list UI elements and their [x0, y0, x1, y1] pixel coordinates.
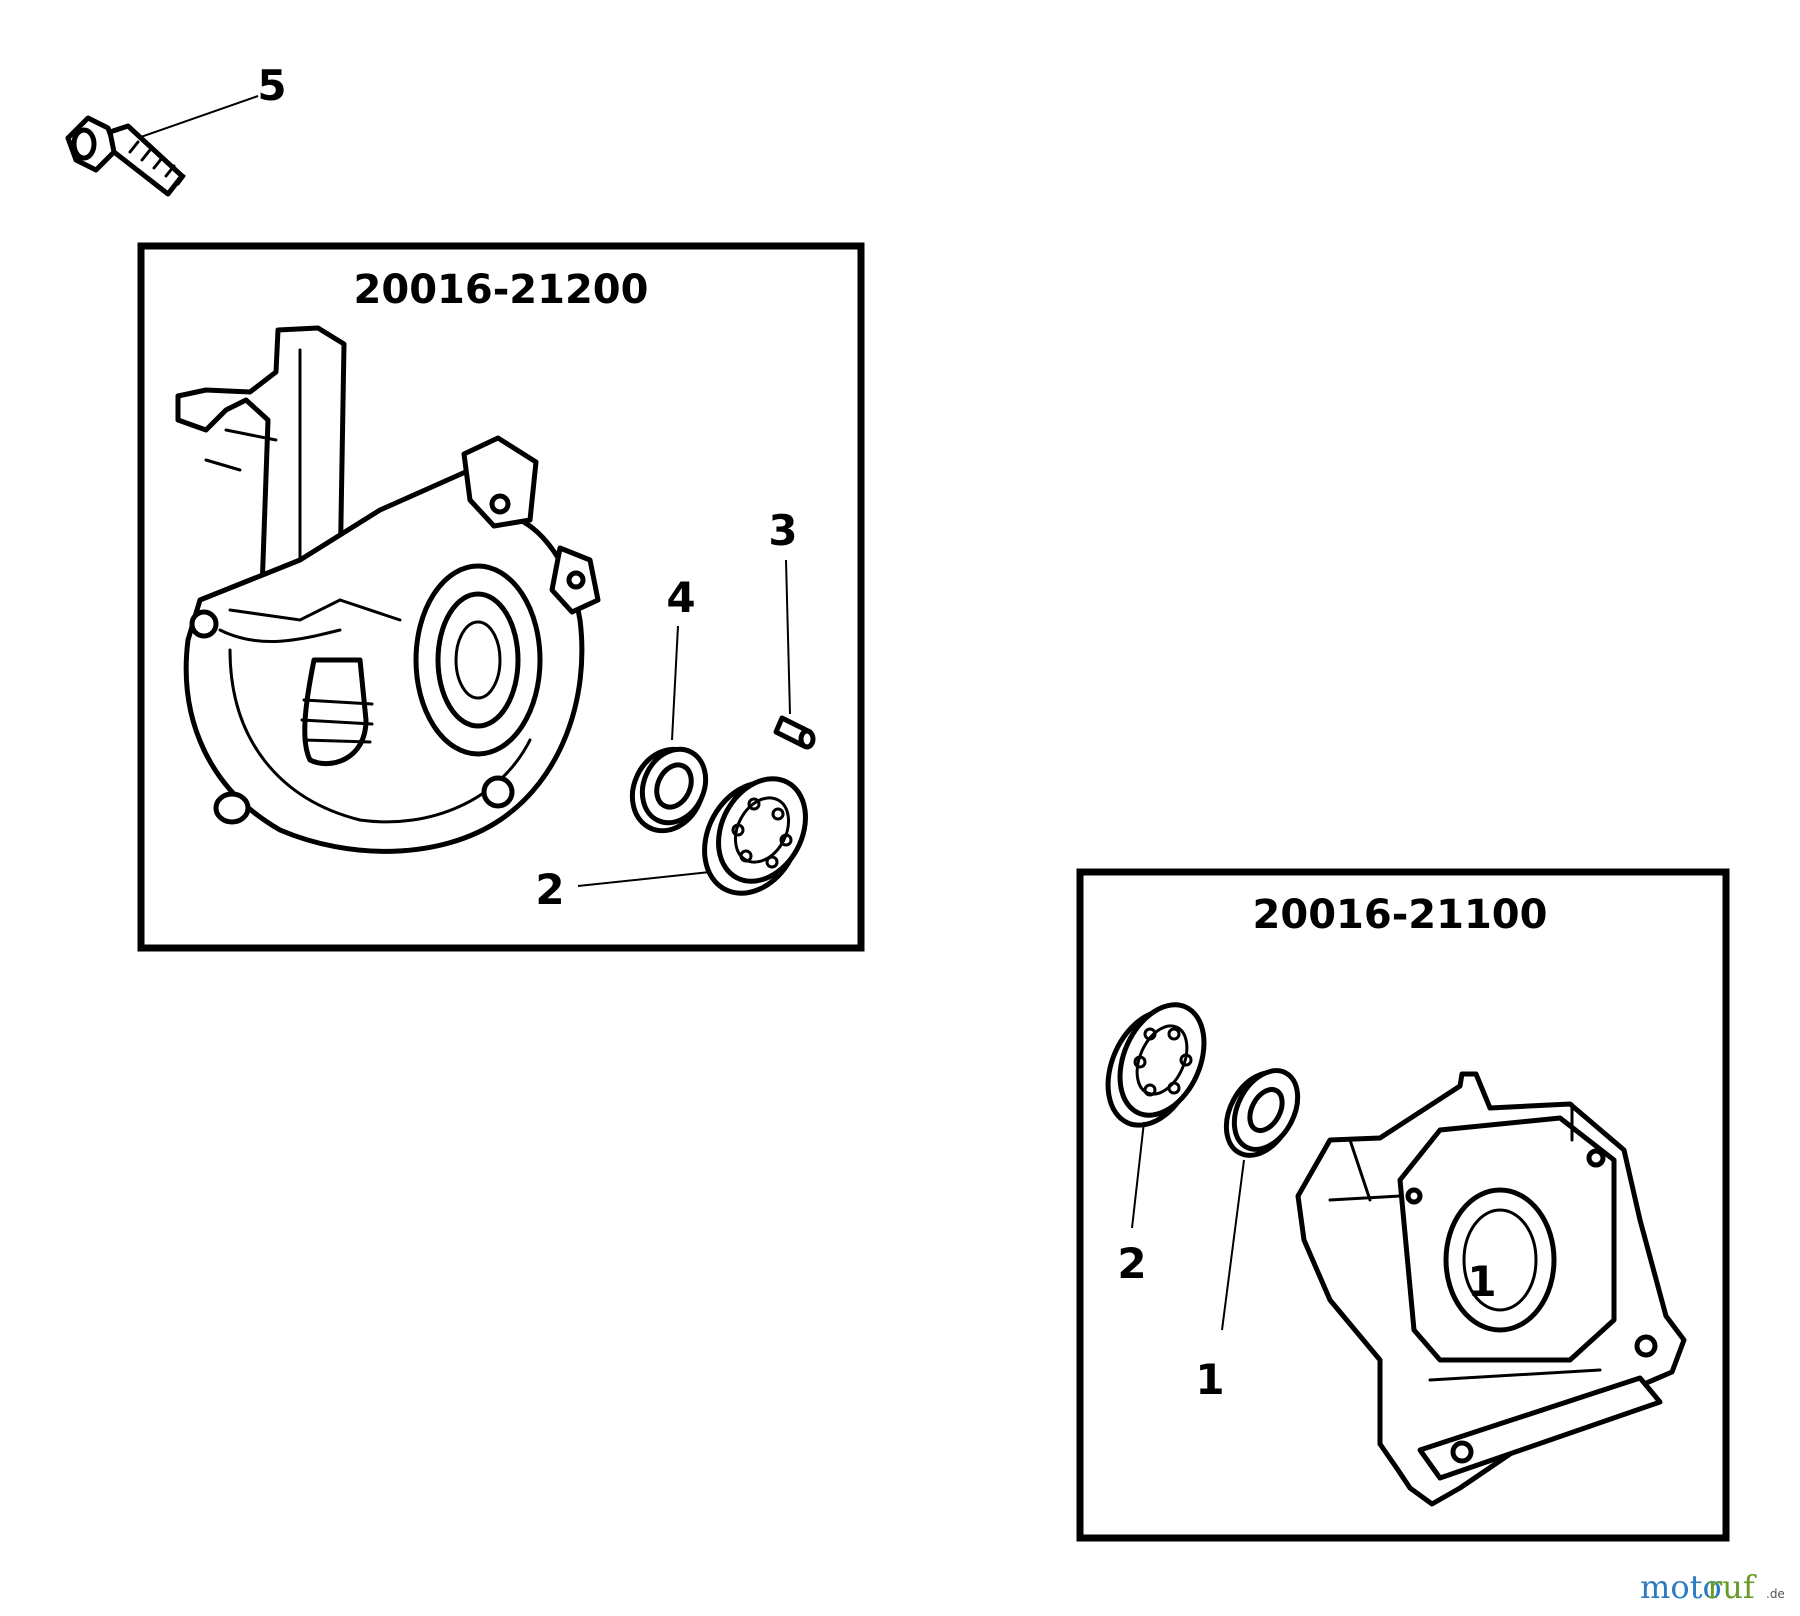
kit-box-21100 — [1076, 868, 1730, 1542]
crankcase-fan-housing-illustration — [175, 325, 601, 854]
leader-3 — [785, 559, 791, 715]
leader-2b — [1131, 1121, 1145, 1229]
kit-box-21200 — [137, 242, 865, 952]
callout-3: 3 — [768, 506, 797, 555]
leader-2a — [577, 871, 711, 887]
oil-seal-illustration — [629, 746, 709, 834]
callout-1: 1 — [1195, 1355, 1224, 1404]
bolt-illustration — [65, 95, 259, 197]
kit-part-number-21100: 20016-21100 — [1253, 892, 1548, 938]
callout-2b: 2 — [1117, 1239, 1146, 1288]
watermark-moto: moto — [1640, 1568, 1722, 1606]
callout-2a: 2 — [535, 865, 564, 914]
watermark-logo: moto ruf .de — [1640, 1568, 1785, 1606]
callout-5: 5 — [257, 61, 286, 110]
callout-1-inner: 1 — [1467, 1257, 1496, 1306]
leader-4 — [671, 625, 679, 741]
ball-bearing-illustration — [702, 776, 808, 896]
kit-part-number-21200: 20016-21200 — [354, 267, 649, 313]
watermark-de: .de — [1766, 1587, 1785, 1601]
leader-1 — [1221, 1159, 1245, 1331]
watermark-ruf: ruf — [1707, 1568, 1757, 1606]
ball-bearing-illustration-b — [1105, 1002, 1207, 1128]
oil-seal-illustration-b — [1223, 1068, 1301, 1158]
callout-4: 4 — [666, 573, 695, 622]
pin-illustration — [773, 715, 816, 750]
crankcase-half-illustration — [1295, 1071, 1687, 1507]
